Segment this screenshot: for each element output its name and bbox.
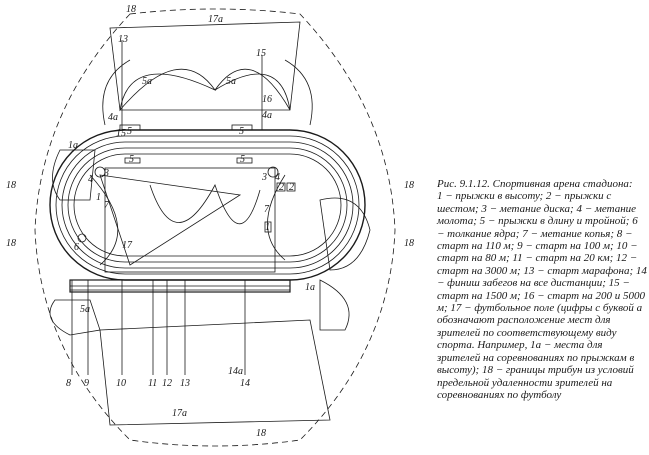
stand-right (319, 197, 371, 271)
label-4-right: 4 (275, 172, 280, 183)
stand-right-bottom (319, 279, 350, 331)
sector-fan-center (149, 183, 261, 225)
label-4: 4 (88, 174, 93, 185)
curve-4a-left (102, 59, 131, 126)
track-lane-4 (67, 147, 348, 263)
jump-box-5-bl (124, 157, 141, 164)
figure-caption: Рис. 9.1.12. Спортивная арена стадиона: … (437, 178, 647, 401)
label-18-bottom: 18 (256, 428, 266, 439)
label-7-left: 7 (104, 200, 110, 211)
label-5a-left: 5a (142, 76, 152, 87)
track-lane-2 (55, 135, 360, 275)
label-5a-right: 5a (226, 76, 236, 87)
boundary-18-outer (34, 8, 396, 447)
stand-17a-bottom (99, 319, 331, 426)
label-14a: 14a (228, 366, 243, 377)
label-12: 12 (162, 378, 172, 389)
stadium-arena-diagram: 18 17a 13 15 5a 5a 16 4a 4a 5 5 15 5 5 1… (6, 4, 414, 447)
caption-body: 1 − прыжки в высоту; 2 − прыжки с шестом… (437, 190, 647, 401)
caption-title: Рис. 9.1.12. Спортивная арена стадиона: (437, 178, 633, 190)
label-8: 8 (66, 378, 71, 389)
label-10: 10 (116, 378, 126, 389)
label-2b: 2 (289, 182, 294, 193)
track-lane-1 (49, 129, 366, 281)
box-2a (276, 182, 286, 192)
box-2b (286, 182, 296, 192)
label-4a-left: 4a (108, 112, 118, 123)
javelin-sector (99, 174, 242, 266)
label-4a-right: 4a (262, 110, 272, 121)
throw-circle-right (267, 166, 279, 178)
stand-1a-left (52, 149, 96, 201)
label-1-box: 1 (265, 222, 270, 233)
label-5-br: 5 (240, 154, 245, 165)
track-lane-5 (73, 153, 342, 257)
label-5-left: 5 (127, 126, 132, 137)
label-5-bl: 5 (129, 154, 134, 165)
label-15-top: 15 (256, 48, 266, 59)
label-18-right-2: 18 (404, 238, 414, 249)
jump-box-5-br (236, 157, 253, 164)
label-1a-right: 1a (305, 282, 315, 293)
label-5-right: 5 (239, 126, 244, 137)
box-1 (264, 221, 272, 233)
jump-box-5-right (231, 124, 253, 131)
stand-left-bottom (49, 299, 101, 336)
label-18-top: 18 (126, 4, 136, 15)
throw-circle-left (94, 166, 106, 178)
label-11: 11 (148, 378, 157, 389)
sector-left (89, 174, 119, 266)
label-6: 6 (74, 242, 79, 253)
label-2a: 2 (279, 182, 284, 193)
label-1a: 1a (68, 140, 78, 151)
label-17: 17 (122, 240, 133, 251)
curve-4a-right (284, 59, 313, 126)
label-3: 3 (103, 168, 109, 179)
label-1: 1 (96, 192, 101, 203)
start-stripes (70, 285, 290, 291)
label-13-bottom: 13 (180, 378, 190, 389)
curve-5a-left (119, 68, 217, 112)
label-18-right-1: 18 (404, 180, 414, 191)
label-14: 14 (240, 378, 250, 389)
jump-box-5-left (119, 124, 141, 131)
label-17a-bottom: 17a (172, 408, 187, 419)
curve-5a-right (214, 68, 291, 111)
track-lane-3 (61, 141, 354, 269)
shot-put-circle (77, 233, 87, 243)
label-17a-top: 17a (208, 14, 223, 25)
label-9: 9 (84, 378, 89, 389)
label-16: 16 (262, 94, 272, 105)
label-18-left-1: 18 (6, 180, 16, 191)
label-18-left-2: 18 (6, 238, 16, 249)
label-13-top: 13 (118, 34, 128, 45)
label-3-right: 3 (261, 172, 267, 183)
sector-right (267, 174, 286, 261)
label-7-right: 7 (264, 204, 270, 215)
football-field-17 (104, 167, 276, 273)
label-5a-bottom: 5a (80, 304, 90, 315)
label-15-mid: 15 (116, 128, 126, 139)
